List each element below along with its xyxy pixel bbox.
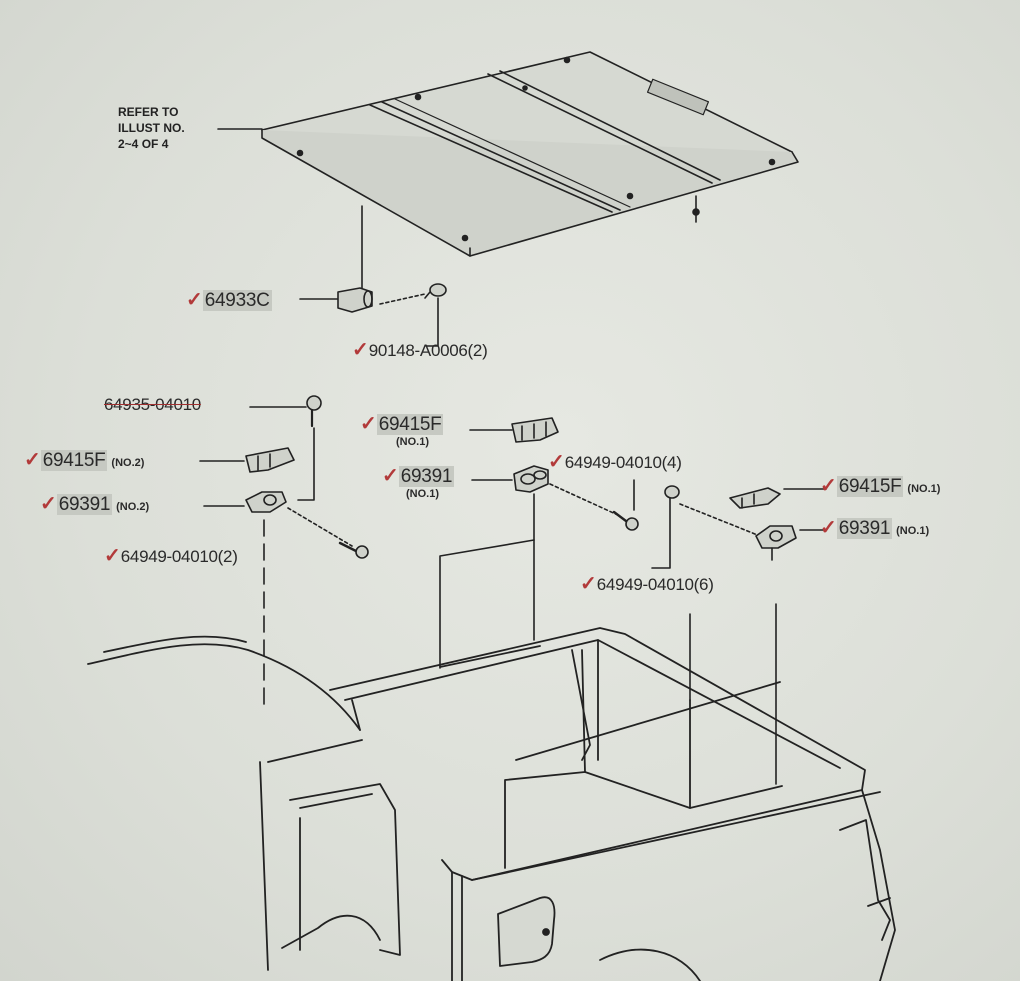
label-64935[interactable]: 64935-04010 (104, 396, 201, 414)
left-clamp-group (199, 395, 369, 713)
label-69391-no2[interactable]: ✓69391(NO.2) (40, 493, 150, 515)
part-suffix: (NO.2) (116, 501, 150, 513)
label-69391-right[interactable]: ✓69391(NO.1) (820, 517, 930, 539)
check-mark: ✓ (24, 449, 41, 471)
label-64949-2[interactable]: ✓64949-04010(2) (104, 546, 238, 566)
part-suffix: (NO.1) (396, 436, 429, 448)
part-suffix: (NO.1) (896, 525, 930, 537)
part-suffix: (NO.1) (406, 488, 439, 500)
check-mark: ✓ (382, 465, 399, 487)
part-number: 64949-04010(6) (596, 575, 714, 594)
check-mark: ✓ (360, 413, 377, 435)
label-64949-6[interactable]: ✓64949-04010(6) (580, 574, 714, 594)
label-69415f-right[interactable]: ✓69415F(NO.1) (820, 475, 941, 497)
label-64933c[interactable]: ✓64933C (186, 289, 272, 311)
refer-note-line3: 2~4 OF 4 (118, 137, 169, 151)
bolt-90148-shape (424, 283, 447, 347)
label-90148[interactable]: ✓90148-A0006(2) (352, 339, 488, 361)
check-mark: ✓ (820, 475, 837, 497)
pickup-truck-outline (87, 627, 896, 981)
check-mark: ✓ (40, 493, 57, 515)
right-clamp-group (651, 485, 827, 785)
part-number: 69391 (836, 518, 893, 539)
check-mark: ✓ (186, 289, 203, 311)
center-clamp-group (439, 417, 639, 669)
check-mark: ✓ (548, 451, 565, 473)
part-number: 69415F (40, 450, 108, 471)
part-number: 64935-04010 (104, 395, 201, 414)
part-number: 69391 (56, 494, 113, 515)
part-number: 69415F (376, 414, 444, 435)
part-suffix: (NO.1) (907, 483, 941, 495)
label-69415f-center[interactable]: ✓69415F (NO.1) (360, 413, 444, 448)
label-69415f-no2[interactable]: ✓69415F(NO.2) (24, 449, 145, 471)
part-number: 69391 (398, 466, 455, 487)
part-number: 64949-04010(4) (564, 453, 682, 472)
part-number: 64933C (202, 290, 272, 311)
check-mark: ✓ (580, 573, 597, 595)
check-mark: ✓ (104, 545, 121, 567)
refer-note-line1: REFER TO (118, 105, 179, 119)
tonneau-cover-panel (261, 51, 799, 257)
part-number: 90148-A0006(2) (368, 341, 488, 360)
refer-note-line2: ILLUST NO. (118, 121, 185, 135)
check-mark: ✓ (820, 517, 837, 539)
label-64949-4[interactable]: ✓64949-04010(4) (548, 452, 682, 472)
check-mark: ✓ (352, 339, 369, 361)
part-suffix: (NO.2) (111, 457, 145, 469)
part-number: 64949-04010(2) (120, 547, 238, 566)
bracket-64933c-shape (299, 205, 426, 313)
part-number: 69415F (836, 476, 904, 497)
refer-note: REFER TO ILLUST NO. 2~4 OF 4 (118, 104, 185, 152)
label-69391-center[interactable]: ✓69391 (NO.1) (382, 465, 455, 500)
